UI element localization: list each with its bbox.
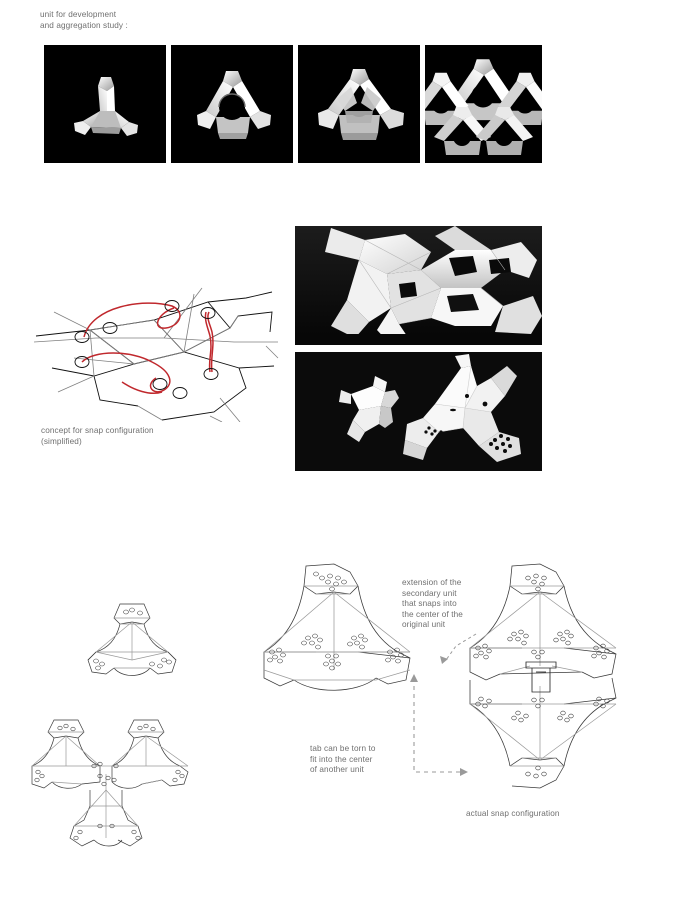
aggregation-photo-3 <box>298 45 420 163</box>
page-title: unit for development and aggregation stu… <box>40 10 128 30</box>
aggregated-unit-unfolded-pattern <box>30 714 190 856</box>
paper-units-photo <box>295 352 542 471</box>
aggregation-photo-4 <box>425 45 542 163</box>
snap-configuration-wireframe <box>34 272 279 422</box>
single-unit-unfolded-pattern <box>82 598 182 692</box>
tab-annotation: tab can be torn to fit into the center o… <box>310 744 376 774</box>
paper-aggregation-photo <box>295 226 542 345</box>
aggregation-photo-2 <box>171 45 293 163</box>
aggregation-photo-1 <box>44 45 166 163</box>
primary-unit-diagram <box>258 560 416 720</box>
concept-caption: concept for snap configuration (simplifi… <box>41 426 154 446</box>
extension-annotation: extension of the secondary unit that sna… <box>402 578 463 629</box>
annotation-leader-lines <box>392 560 522 790</box>
actual-configuration-caption: actual snap configuration <box>466 809 560 818</box>
snap-assembly-diagram <box>460 560 630 792</box>
